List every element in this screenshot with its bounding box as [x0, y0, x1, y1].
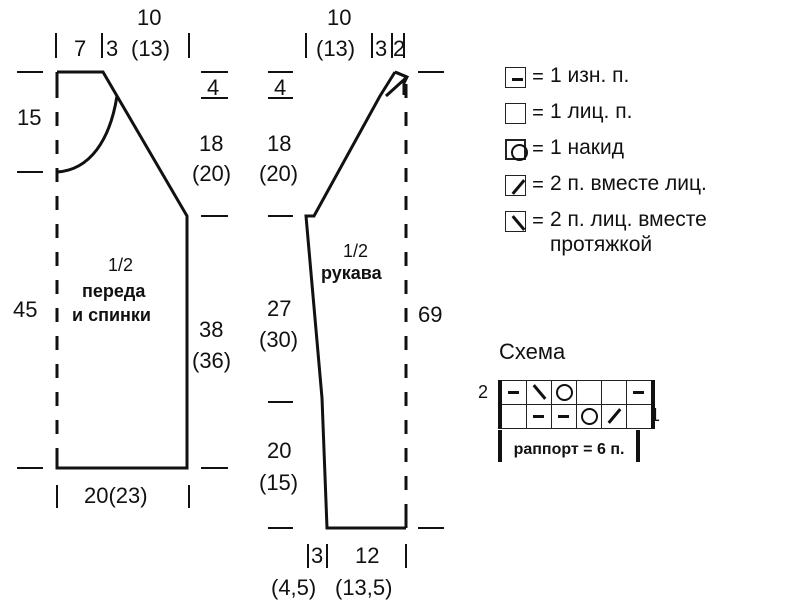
knit-cell [626, 404, 654, 429]
sleeve-cuff-height: 20 [267, 438, 292, 463]
sleeve-taper-height-alt: (30) [259, 327, 299, 352]
front-armhole-height-alt: (20) [192, 161, 232, 186]
legend-item-knit: = 1 лиц. п. [505, 99, 707, 135]
sleeve-top-offset-a: 3 [375, 36, 388, 61]
yarn-over-cell [551, 380, 577, 405]
front-title-line2: переда [82, 281, 146, 301]
minus-symbol-icon [505, 67, 526, 88]
front-armhole-height: 18 [199, 131, 224, 156]
front-side-height-alt: (36) [192, 348, 232, 373]
front-neck-offset: 3 [106, 36, 119, 61]
sleeve-top-offset-b: 2 [393, 36, 406, 61]
sleeve-bottom-width: 12 [355, 543, 380, 568]
symbol-legend: = 1 изн. п. = 1 лиц. п. = 1 накид = 2 п.… [505, 63, 707, 261]
front-top-width-total: 10 [137, 5, 162, 30]
sleeve-top-width-alt: (13) [316, 36, 356, 61]
rapport-label: раппорт = 6 п. [498, 430, 640, 462]
purl-cell [551, 404, 577, 429]
backslash-symbol-icon [505, 211, 526, 232]
sleeve-shoulder-drop: 4 [274, 75, 287, 100]
knit-cell [499, 404, 527, 429]
yarn-over-cell [576, 404, 602, 429]
circle-symbol-icon [505, 139, 528, 161]
chart-row-2 [499, 380, 654, 405]
ssk-cell [526, 380, 552, 405]
sleeve-cap-height-alt: (20) [259, 161, 299, 186]
purl-cell [499, 380, 527, 405]
knit-cell [601, 380, 627, 405]
legend-label: 1 изн. п. [550, 64, 630, 87]
front-title-fraction: 1/2 [108, 255, 134, 275]
front-side-height: 38 [199, 317, 224, 342]
sleeve-taper-height: 27 [267, 296, 292, 321]
sleeve-total-height: 69 [418, 302, 443, 327]
neck-curve [56, 95, 119, 174]
front-back-outline [55, 70, 189, 470]
sleeve-cuff-height-alt: (15) [259, 470, 299, 495]
sleeve-cap-height: 18 [267, 131, 292, 156]
knit-cell [576, 380, 602, 405]
sleeve-bottom-width-alt: (13,5) [335, 575, 393, 600]
purl-cell [526, 404, 552, 429]
front-neck-width: (13) [131, 36, 171, 61]
sleeve-top-width-total: 10 [327, 5, 352, 30]
purl-cell [626, 380, 654, 405]
sleeve-outline [304, 71, 406, 530]
empty-square-icon [505, 103, 526, 124]
sleeve-bottom-offset-alt: (4,5) [271, 575, 317, 600]
legend-item-purl: = 1 изн. п. [505, 63, 707, 99]
slash-symbol-icon [505, 175, 526, 196]
sleeve-title-fraction: 1/2 [343, 241, 369, 261]
sleeve-bottom-offset: 3 [311, 543, 324, 568]
front-top-shoulder: 7 [74, 36, 87, 61]
row-1-label: 1 [650, 405, 661, 425]
front-total-height: 45 [13, 297, 38, 322]
legend-item-yarn-over: = 1 накид [505, 135, 707, 171]
legend-label: 1 накид [550, 136, 624, 159]
legend-label: 2 п. лиц. вместе протяжкой [550, 208, 707, 256]
chart-row-1 [499, 404, 654, 429]
scheme-title: Схема [499, 339, 566, 364]
legend-label: 2 п. вместе лиц. [550, 172, 707, 195]
legend-item-k2tog: = 2 п. вместе лиц. [505, 171, 707, 207]
legend-label: 1 лиц. п. [550, 100, 633, 123]
k2tog-cell [601, 404, 627, 429]
front-bottom-width: 20(23) [84, 483, 148, 508]
front-title-line3: и спинки [72, 305, 151, 325]
front-shoulder-drop: 4 [207, 75, 220, 100]
sleeve-title-line2: рукава [321, 263, 382, 283]
stitch-chart [498, 380, 655, 429]
front-neck-depth: 15 [17, 105, 42, 130]
row-2-label: 2 [478, 382, 489, 402]
legend-item-ssk: = 2 п. лиц. вместе протяжкой [505, 207, 707, 261]
